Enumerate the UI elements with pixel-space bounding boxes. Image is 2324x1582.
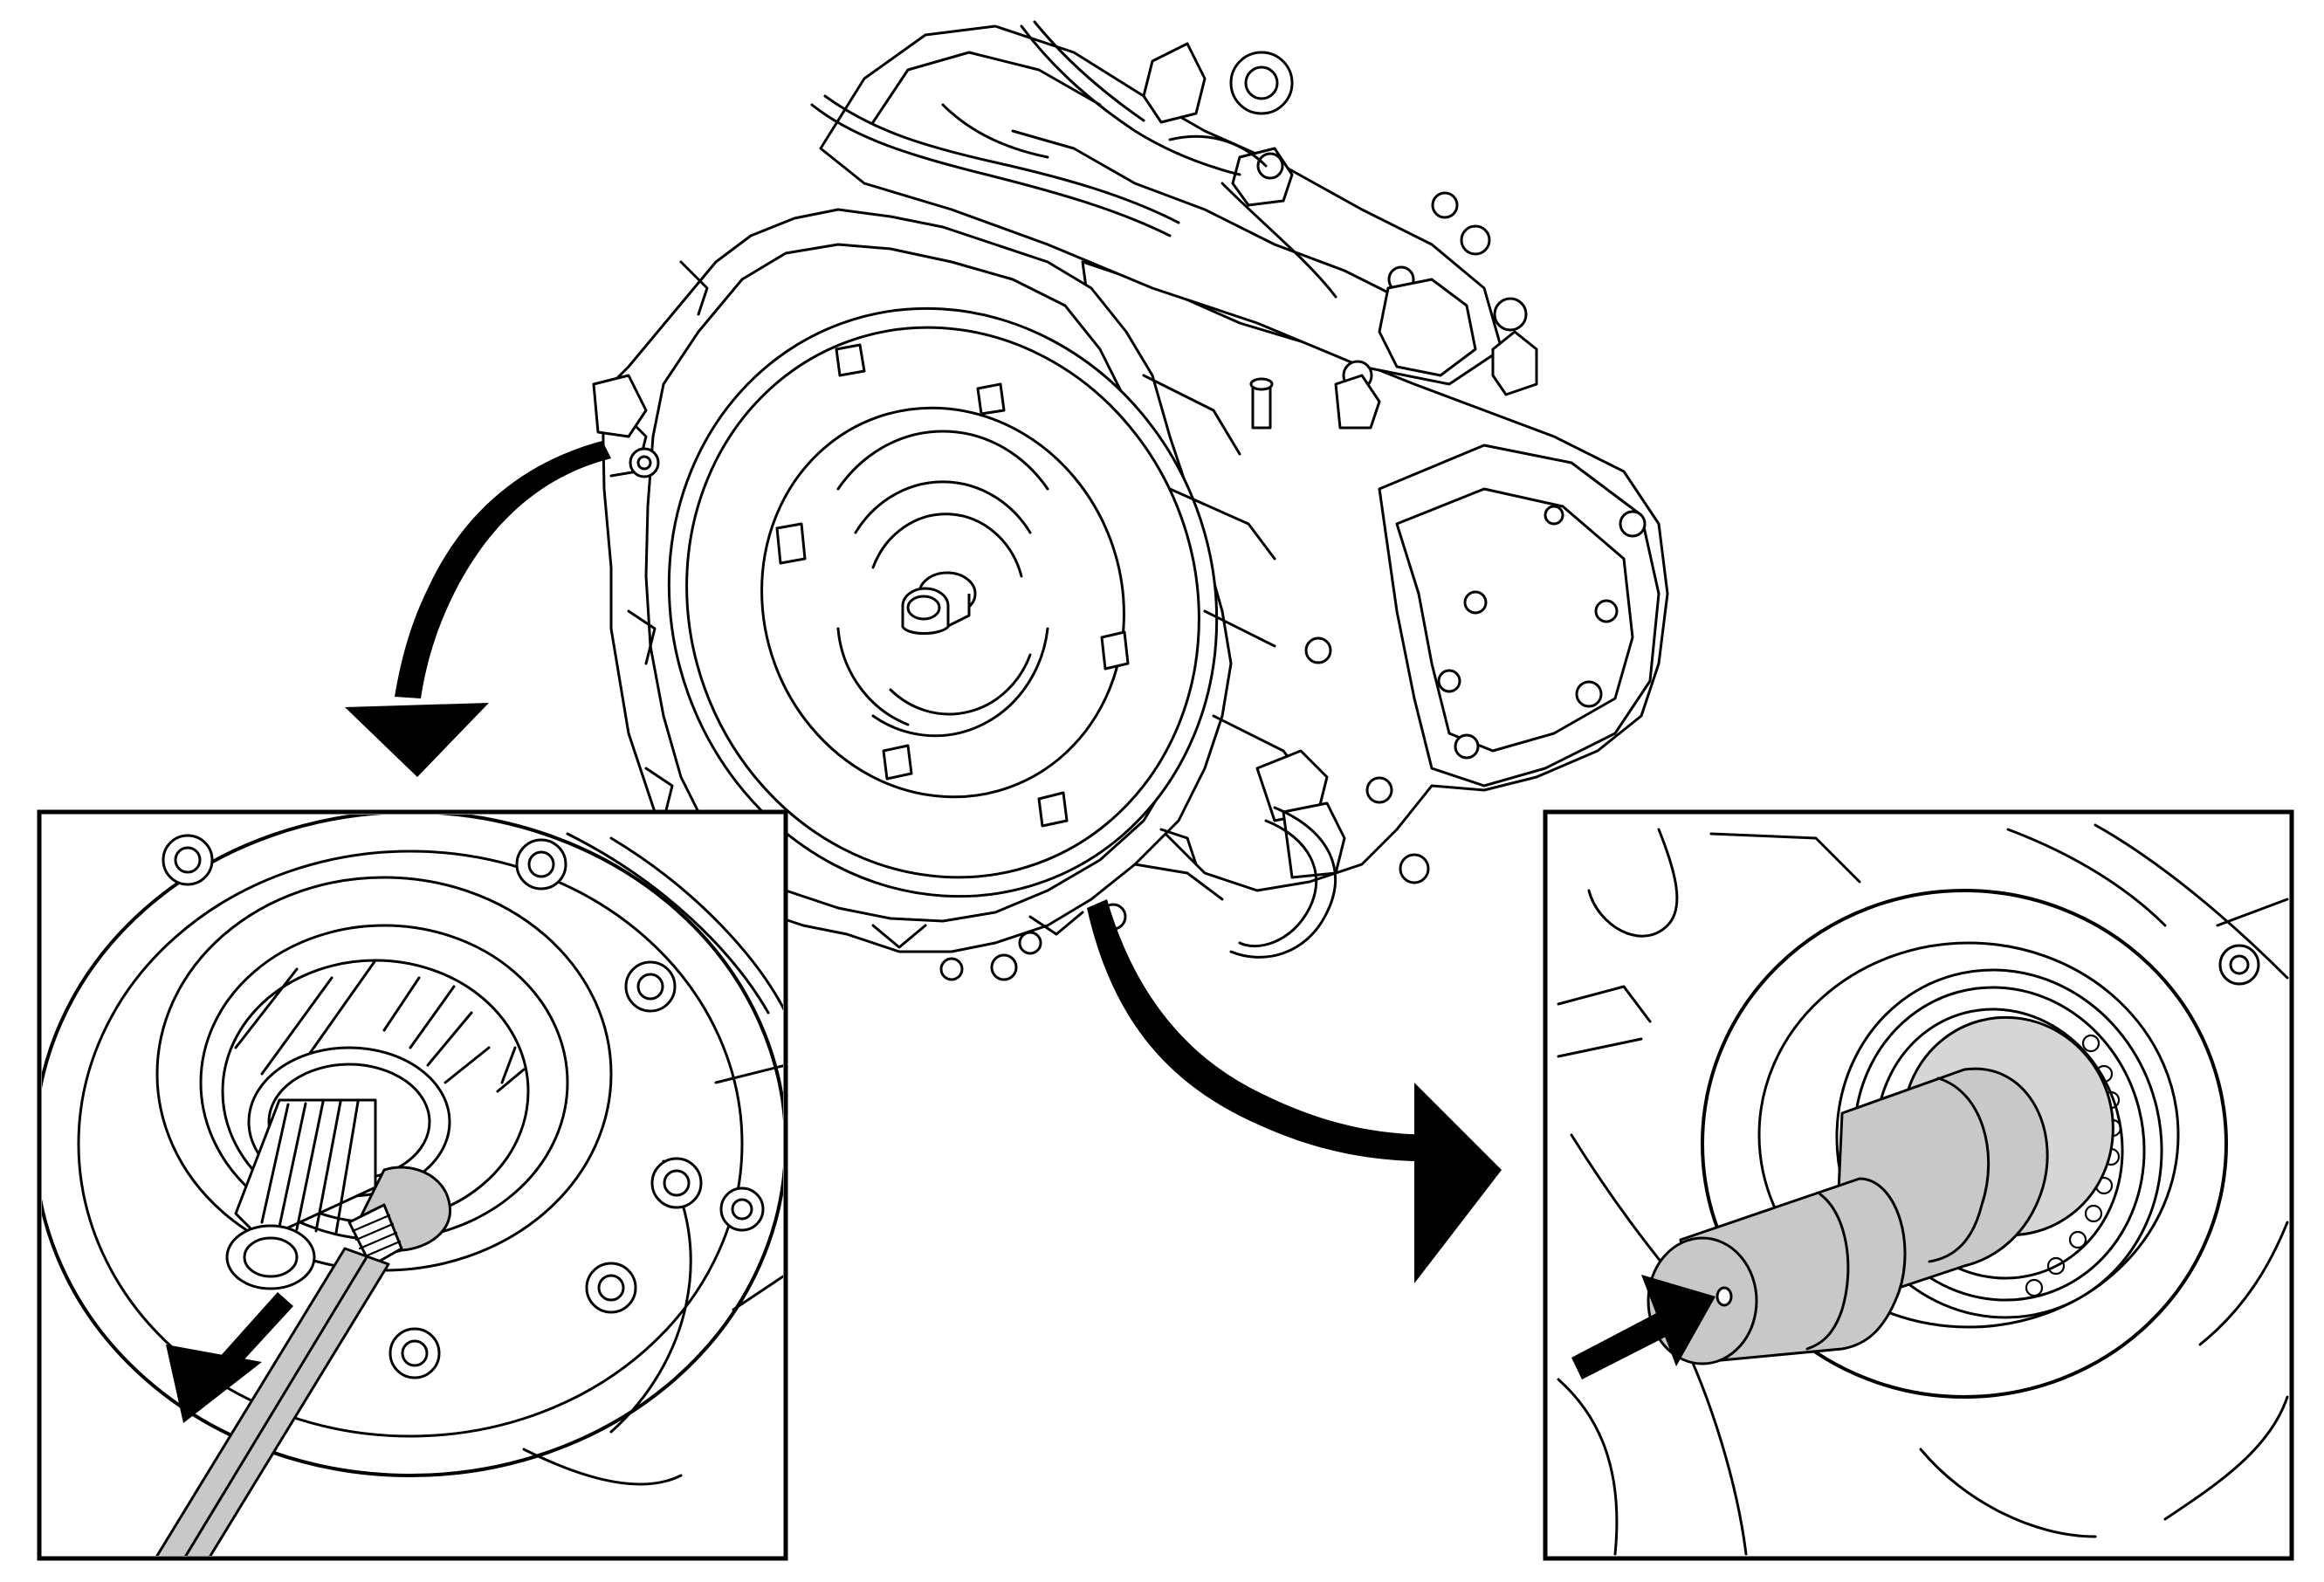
detail-left-oil-seal-removal bbox=[37, 809, 788, 1561]
housing-bolts bbox=[162, 834, 765, 1379]
callout-arrow-left bbox=[345, 441, 611, 777]
seal-installer-drift bbox=[1647, 1015, 2114, 1365]
detail-right-oil-seal-installation bbox=[1543, 809, 2294, 1561]
torque-converter bbox=[667, 306, 1219, 898]
transaxle-assembly bbox=[592, 20, 1669, 981]
callout-arrow-right bbox=[1087, 899, 1502, 1283]
